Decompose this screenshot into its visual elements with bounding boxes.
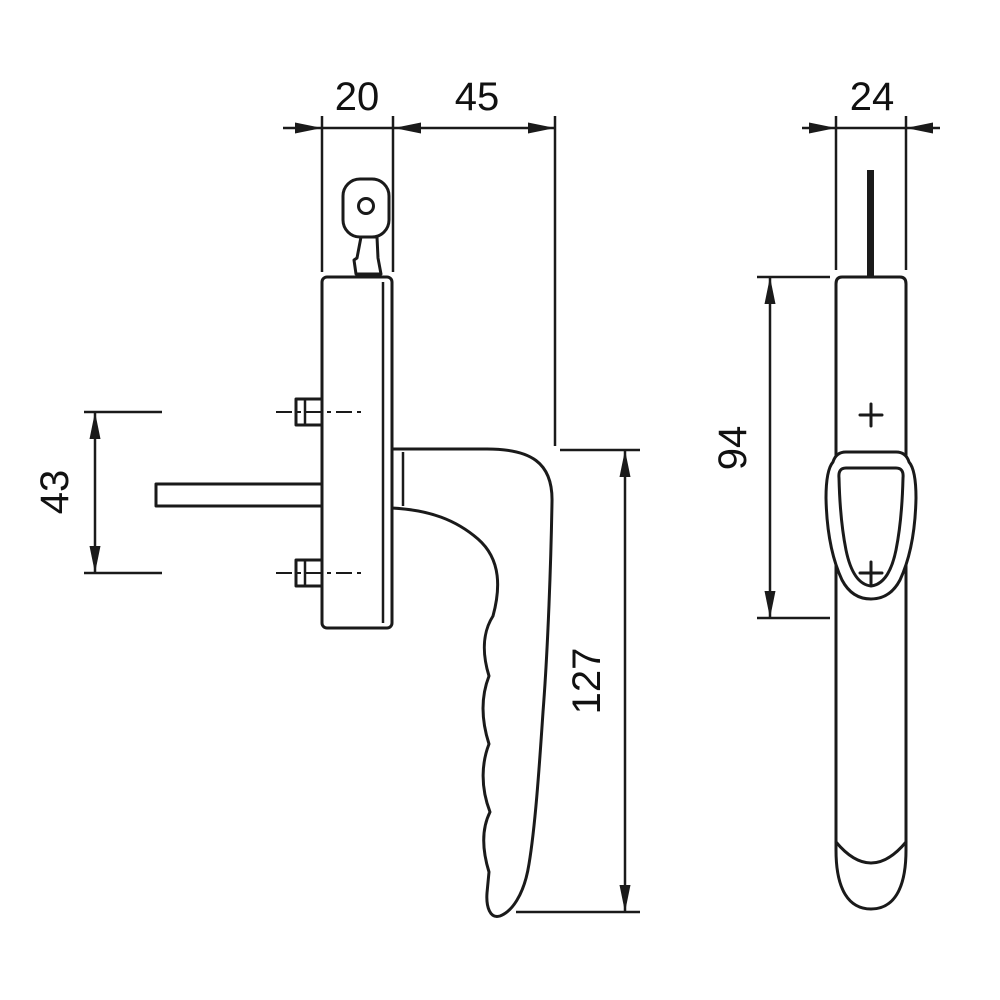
dim-handle-projection: 45 bbox=[393, 75, 557, 446]
dim-label-rosette-height: 94 bbox=[711, 426, 755, 471]
side-view bbox=[154, 177, 554, 918]
handle-grip bbox=[390, 447, 554, 918]
key-icon bbox=[341, 177, 391, 276]
dim-label-handle-width: 24 bbox=[850, 75, 895, 119]
lock-cover bbox=[837, 466, 905, 588]
dim-label-plate-depth: 20 bbox=[335, 75, 380, 119]
dim-handle-length: 127 bbox=[516, 448, 640, 914]
dim-screw-spacing: 43 bbox=[33, 410, 162, 575]
dim-handle-width: 24 bbox=[802, 75, 940, 270]
dim-label-screw-spacing: 43 bbox=[33, 470, 77, 515]
screw-cross-top bbox=[858, 402, 884, 428]
spindle-front bbox=[867, 170, 874, 277]
dim-label-handle-length: 127 bbox=[565, 648, 609, 715]
front-view bbox=[824, 170, 918, 911]
spindle bbox=[154, 482, 324, 508]
dim-rosette-height: 94 bbox=[711, 275, 830, 620]
dim-plate-depth: 20 bbox=[283, 75, 421, 272]
dim-label-handle-projection: 45 bbox=[455, 75, 500, 119]
backplate bbox=[320, 275, 394, 630]
screw-cross-bottom bbox=[858, 560, 884, 586]
end-cap-arc bbox=[834, 840, 908, 865]
